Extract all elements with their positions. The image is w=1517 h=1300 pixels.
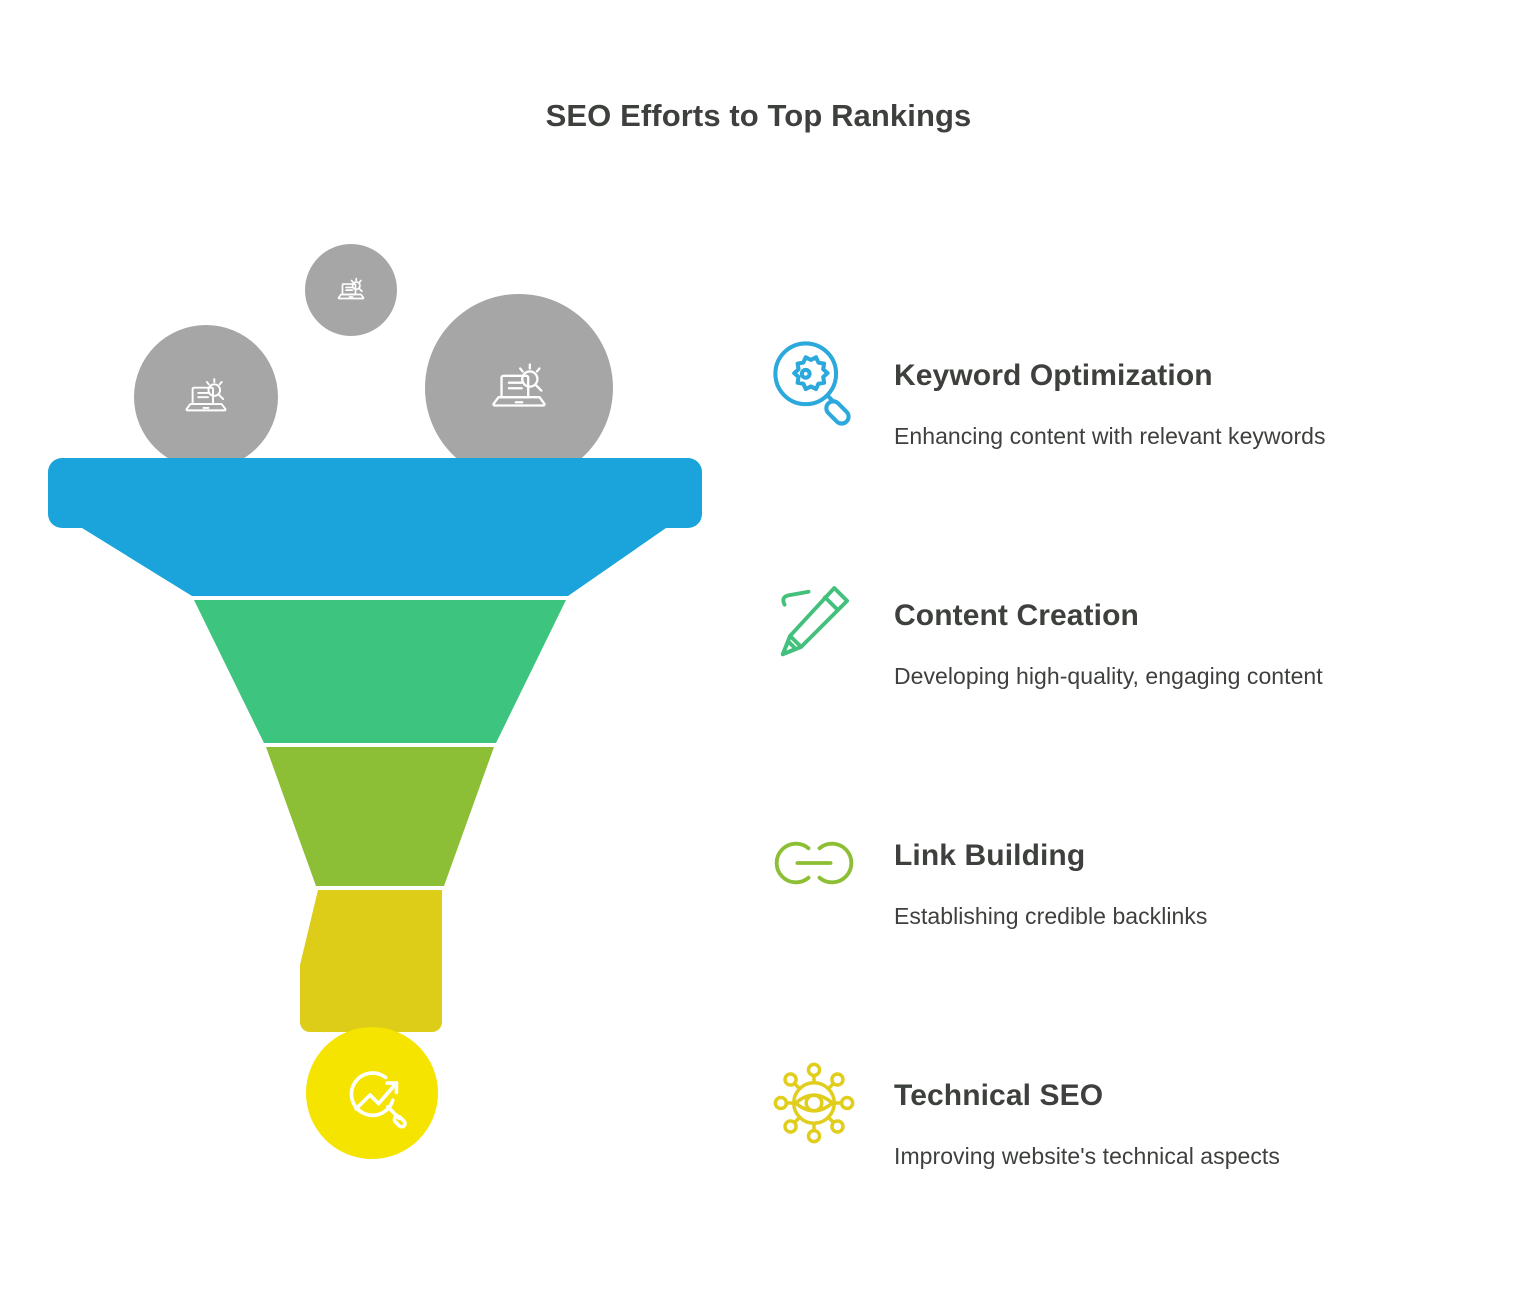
band-link: [266, 747, 494, 886]
funnel-svg: [48, 244, 702, 1159]
badge-left: [134, 325, 278, 469]
step-link-building[interactable]: Link Building Establishing credible back…: [760, 805, 1500, 1045]
laptop-search-icon: [185, 378, 227, 412]
band-keyword: [48, 458, 702, 596]
step-technical-seo[interactable]: Technical SEO Improving website's techni…: [760, 1045, 1500, 1285]
step-description: Establishing credible backlinks: [894, 902, 1208, 929]
band-link-shape: [266, 747, 494, 886]
step-text: Content Creation Developing high-quality…: [894, 565, 1494, 690]
step-content-creation[interactable]: Content Creation Developing high-quality…: [760, 565, 1500, 805]
step-text: Technical SEO Improving website's techni…: [894, 1045, 1494, 1170]
funnel-outlet: [306, 1027, 438, 1159]
step-description: Developing high-quality, engaging conten…: [894, 662, 1323, 689]
band-keyword-shape: [48, 458, 702, 596]
funnel-outlet-circle: [306, 1027, 438, 1159]
badge-right: [425, 294, 613, 482]
page-title: SEO Efforts to Top Rankings: [545, 98, 972, 133]
step-text: Keyword Optimization Enhancing content w…: [894, 325, 1494, 450]
seo-steps-list: Keyword Optimization Enhancing content w…: [760, 325, 1500, 1285]
band-content: [194, 600, 566, 743]
eye-network-icon: [768, 1057, 860, 1149]
pencil-icon: [768, 577, 860, 669]
band-content-shape: [194, 600, 566, 743]
badge-center: [305, 244, 397, 336]
step-description: Enhancing content with relevant keywords: [894, 422, 1326, 449]
step-keyword-optimization[interactable]: Keyword Optimization Enhancing content w…: [760, 325, 1500, 565]
laptop-search-icon: [337, 277, 365, 300]
analytics-search-icon: [349, 1071, 407, 1129]
step-title: Link Building: [894, 839, 1086, 872]
step-title: Keyword Optimization: [894, 359, 1213, 392]
band-technical: [300, 890, 442, 1032]
chain-link-icon: [768, 817, 860, 909]
magnifier-gear-icon: [768, 337, 860, 429]
band-technical-shape: [300, 890, 442, 1032]
step-title: Technical SEO: [894, 1079, 1104, 1112]
laptop-search-icon: [492, 363, 546, 407]
step-text: Link Building Establishing credible back…: [894, 805, 1494, 930]
step-title: Content Creation: [894, 599, 1139, 632]
seo-funnel-graphic: [0, 210, 760, 1210]
step-description: Improving website's technical aspects: [894, 1142, 1280, 1169]
